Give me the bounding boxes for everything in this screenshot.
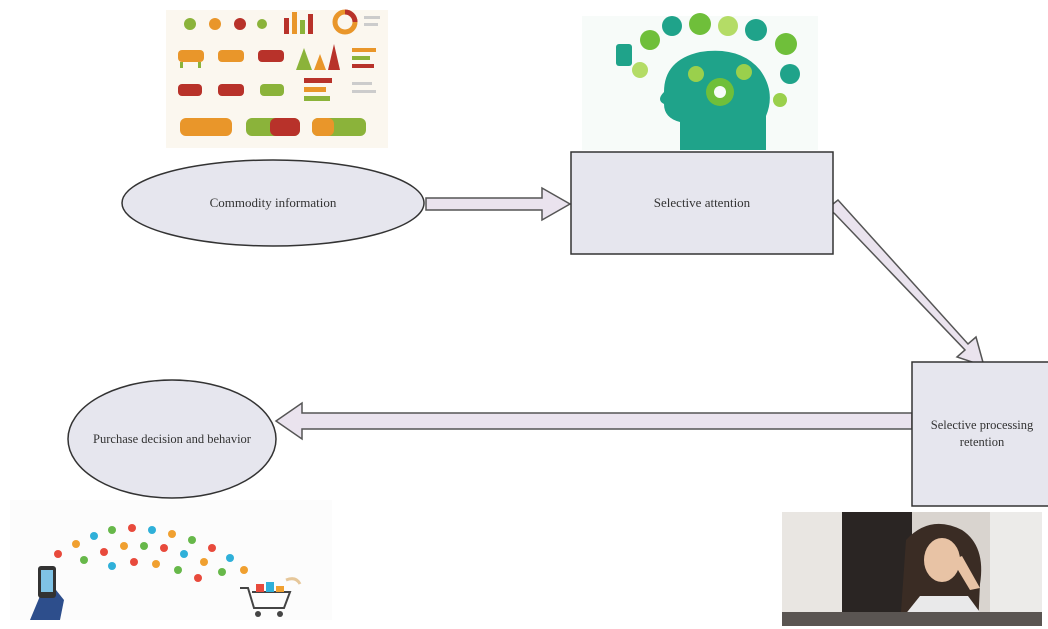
node-selective-attention bbox=[570, 151, 834, 255]
node-commodity-information bbox=[121, 159, 425, 247]
floating-dot-cloud bbox=[54, 524, 248, 582]
node-selective-processing-retention bbox=[911, 361, 1048, 507]
head-gears-image bbox=[582, 13, 818, 150]
infographic-charts-image bbox=[166, 9, 388, 148]
thinking-woman-photo bbox=[782, 512, 1042, 626]
shopping-phone-image bbox=[10, 500, 332, 620]
arrow-retention-to-purchase bbox=[274, 401, 913, 441]
arrow-commodity-to-attention bbox=[425, 186, 572, 222]
arrow-attention-to-retention bbox=[826, 198, 986, 368]
node-purchase-decision bbox=[67, 379, 277, 499]
